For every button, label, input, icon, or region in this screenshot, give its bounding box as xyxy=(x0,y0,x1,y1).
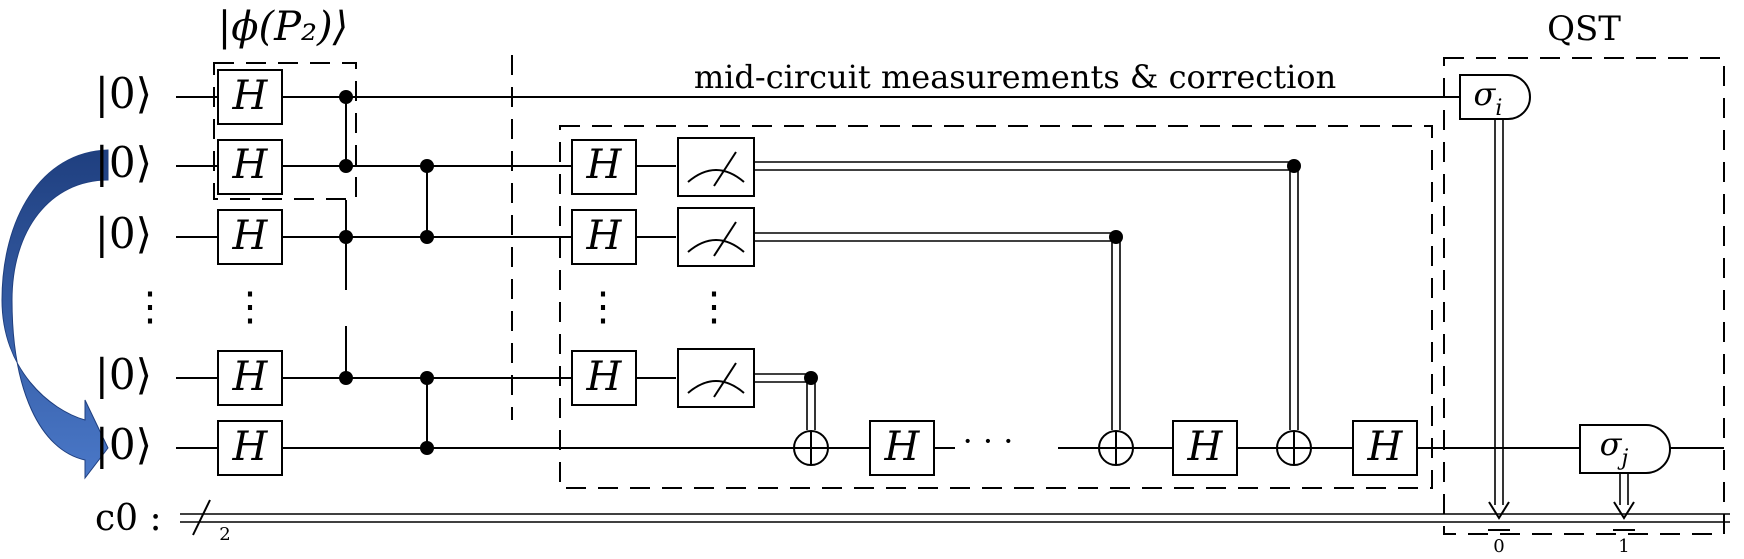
register-size: 2 xyxy=(219,524,230,545)
sigma-i-measurement: σi xyxy=(1459,74,1531,121)
qubit-label-1: |0⟩ xyxy=(95,69,152,118)
bit-index-0: 0 xyxy=(1493,536,1504,557)
measure-arrow-j-icon xyxy=(1613,501,1635,520)
vdots-hadamard: ⋮ xyxy=(230,284,270,330)
svg-text:σj: σj xyxy=(1600,425,1629,471)
classical-feedforward-3 xyxy=(754,371,818,430)
cz-column-2 xyxy=(420,159,434,455)
svg-text:H: H xyxy=(884,424,921,470)
horizontal-ellipsis: · · · xyxy=(963,422,1014,460)
register-slash xyxy=(192,499,211,536)
bit-index-1: 1 xyxy=(1618,536,1629,557)
svg-text:H: H xyxy=(232,213,269,259)
svg-text:H: H xyxy=(586,213,623,259)
qst-label: QST xyxy=(1547,9,1621,49)
vdots-hadamard-mid: ⋮ xyxy=(583,284,623,330)
meter-icon-2 xyxy=(677,207,755,267)
classical-feedforward-1 xyxy=(754,159,1301,430)
qubit-label-5: |0⟩ xyxy=(95,420,152,469)
meter-icon-3 xyxy=(677,348,755,408)
measure-arrow-i-icon xyxy=(1488,501,1510,520)
svg-text:H: H xyxy=(232,142,269,188)
xor-target-3 xyxy=(1276,430,1312,466)
h-gate-col2: H H H xyxy=(571,139,637,406)
mid-circuit-label: mid-circuit measurements & correction xyxy=(694,58,1336,96)
svg-text:H: H xyxy=(232,424,269,470)
svg-text:H: H xyxy=(586,354,623,400)
svg-text:H: H xyxy=(232,73,269,119)
xor-target-2 xyxy=(1098,430,1134,466)
qubit-label-3: |0⟩ xyxy=(95,209,152,258)
qubit-label-2: |0⟩ xyxy=(95,138,152,187)
h-gate-correction: H H H xyxy=(869,420,1418,476)
svg-text:H: H xyxy=(232,354,269,400)
mid-circuit-box xyxy=(559,125,1433,489)
meter-icon-1 xyxy=(677,137,755,197)
svg-text:H: H xyxy=(586,142,623,188)
xor-target-1 xyxy=(793,430,829,466)
classical-feedforward-2 xyxy=(754,230,1123,430)
h-gate-col1: H H H H H xyxy=(217,69,283,476)
svg-text:σi: σi xyxy=(1474,75,1503,121)
vdots-measure: ⋮ xyxy=(694,284,734,330)
vdots-labels: ⋮ xyxy=(130,284,170,330)
cz-column-1 xyxy=(339,90,353,385)
classical-register-label: c0 : xyxy=(95,498,162,539)
svg-text:H: H xyxy=(1187,424,1224,470)
loop-arrow-icon xyxy=(1,149,109,480)
qst-box xyxy=(1443,57,1725,535)
sigma-j-measurement: σj xyxy=(1579,424,1671,474)
state-label: |ϕ(P₂)⟩ xyxy=(218,4,349,50)
svg-text:H: H xyxy=(1367,424,1404,470)
qubit-label-4: |0⟩ xyxy=(95,350,152,399)
state-prep-box xyxy=(213,62,357,200)
